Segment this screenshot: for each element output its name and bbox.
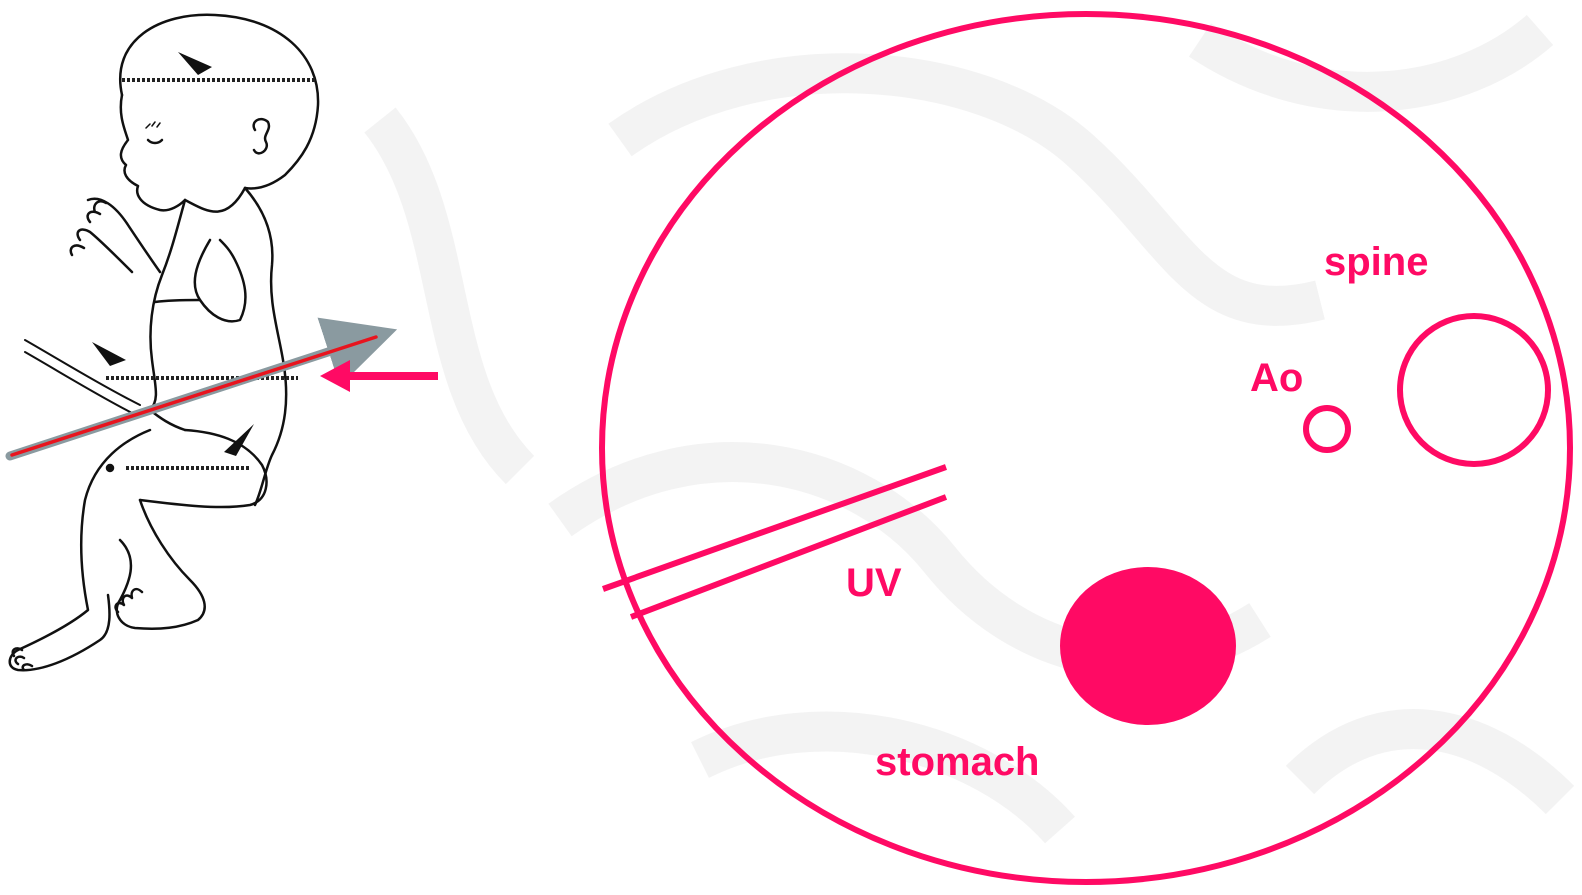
umbilical-cord	[25, 340, 140, 405]
fetus-head	[120, 15, 318, 189]
scan-plane	[10, 335, 380, 456]
fetus-ear	[254, 119, 269, 153]
aorta-circle	[1306, 408, 1348, 450]
abdomen-chevron-marker-icon	[92, 342, 126, 366]
spine-label: spine	[1324, 242, 1428, 282]
fetus-illustration	[10, 15, 318, 670]
fetus-leg-back	[117, 500, 205, 629]
fetus-face	[121, 95, 185, 210]
umbilical-vein-label: UV	[846, 563, 902, 603]
background-watermark	[380, 30, 1560, 830]
head-chevron-marker-icon	[178, 52, 212, 75]
aorta-label: Ao	[1250, 358, 1303, 398]
left-arrow-icon	[320, 360, 438, 392]
stomach-label: stomach	[875, 742, 1040, 782]
stomach-bubble	[1060, 567, 1236, 725]
fetus-arm	[195, 240, 246, 321]
spine-circle	[1400, 316, 1548, 464]
fetus-hands	[71, 199, 160, 272]
fetus-back	[245, 188, 286, 505]
fetus-eye	[148, 140, 162, 143]
head-measurement	[122, 52, 316, 80]
